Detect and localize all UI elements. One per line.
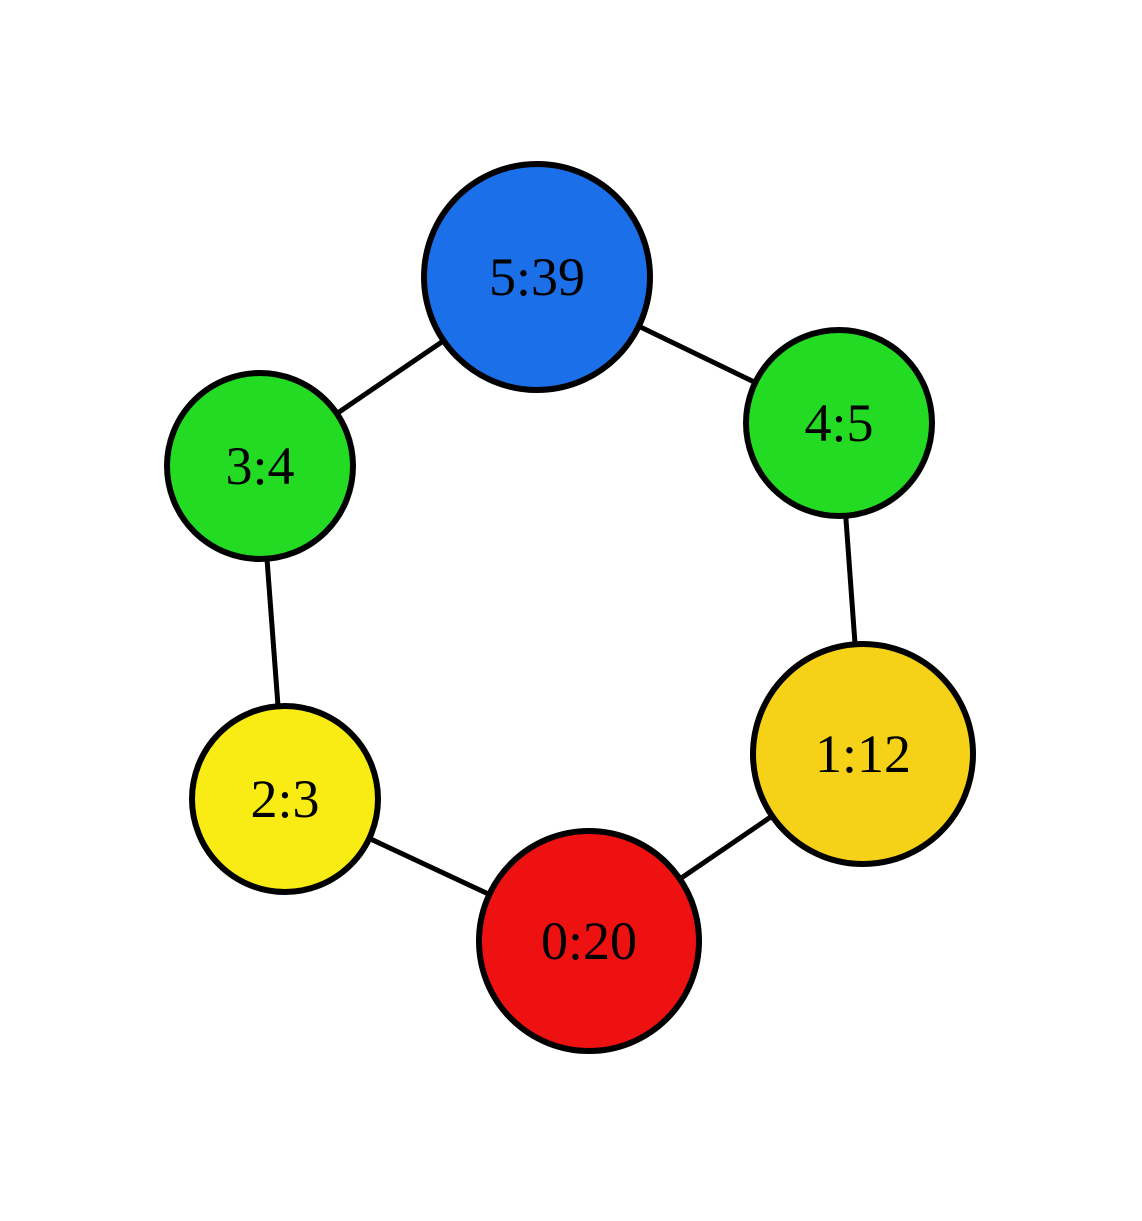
graph-node-4: 4:5: [743, 327, 935, 519]
node-label-1: 1:12: [815, 724, 911, 784]
graph-node-3: 3:4: [164, 370, 356, 562]
node-circle-0: [476, 828, 702, 1054]
node-label-5: 5:39: [489, 247, 585, 307]
graph-node-5: 5:39: [421, 161, 653, 393]
node-circle-2: [189, 703, 381, 895]
graph-node-0: 0:20: [476, 828, 702, 1054]
node-circle-3: [164, 370, 356, 562]
node-circle-4: [743, 327, 935, 519]
node-label-3: 3:4: [225, 436, 294, 496]
node-circle-1: [750, 641, 976, 867]
node-label-0: 0:20: [541, 911, 637, 971]
graph-node-1: 1:12: [750, 641, 976, 867]
node-circle-5: [421, 161, 653, 393]
node-label-4: 4:5: [804, 393, 873, 453]
graph-node-2: 2:3: [189, 703, 381, 895]
node-label-2: 2:3: [250, 769, 319, 829]
nodes-layer: 5:39 4:5 1:12 0:20 2:3 3:4: [164, 161, 976, 1054]
